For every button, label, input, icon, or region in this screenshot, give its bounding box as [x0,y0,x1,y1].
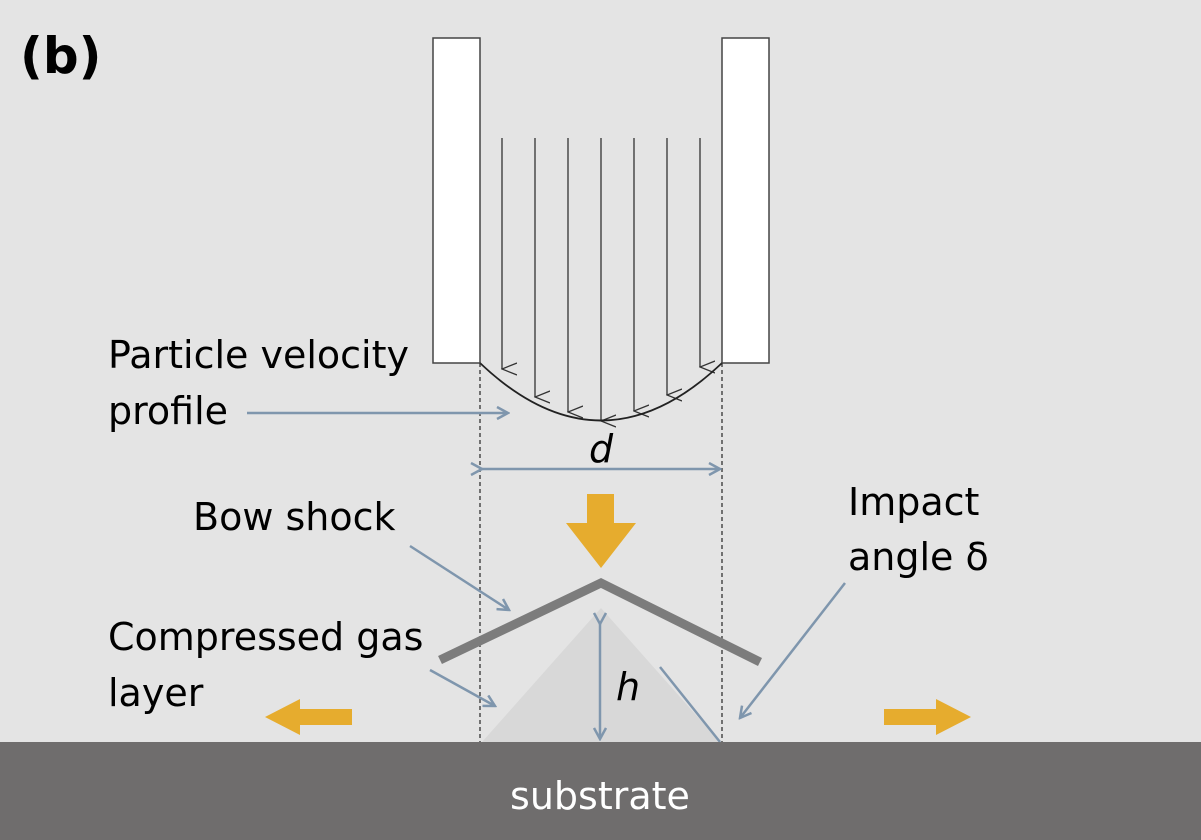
height-label: h [616,665,640,709]
nozzle-wall-right [721,37,770,364]
impact-angle-label: Impact angle δ [848,480,992,579]
impact-angle-line [659,666,721,743]
particle-velocity-profile-line-2: profile [108,389,228,433]
particle-velocity-profile-line-1: Particle velocity [108,333,409,377]
compressed-gas-callout-arrow [429,668,495,706]
compressed-gas-layer-line-1: Compressed gas [108,615,423,659]
substrate-label: substrate [510,774,690,818]
particle-velocity-profile-label: Particle velocity profile [108,333,421,433]
impact-angle-line-2: angle δ [848,535,989,579]
impinging-flow-arrow [566,494,636,568]
bow-shock-label: Bow shock [193,495,396,539]
lateral-flow-arrow-left [265,699,352,735]
velocity-profile-curve [479,362,723,422]
bow-shock [438,577,763,667]
particle-velocity-arrows [502,138,700,421]
diameter-label: d [589,427,614,471]
impact-angle-callout-arrow [740,582,846,718]
lateral-flow-arrow-right [884,699,971,735]
compressed-gas-layer-label: Compressed gas layer [108,615,436,715]
bow-shock-callout-arrow [409,544,509,610]
impact-angle-line-1: Impact [848,480,979,524]
substrate [0,742,1201,840]
compressed-gas-layer-line-2: layer [108,671,204,715]
nozzle-wall-left [432,37,481,364]
panel-label: (b) [20,27,102,85]
